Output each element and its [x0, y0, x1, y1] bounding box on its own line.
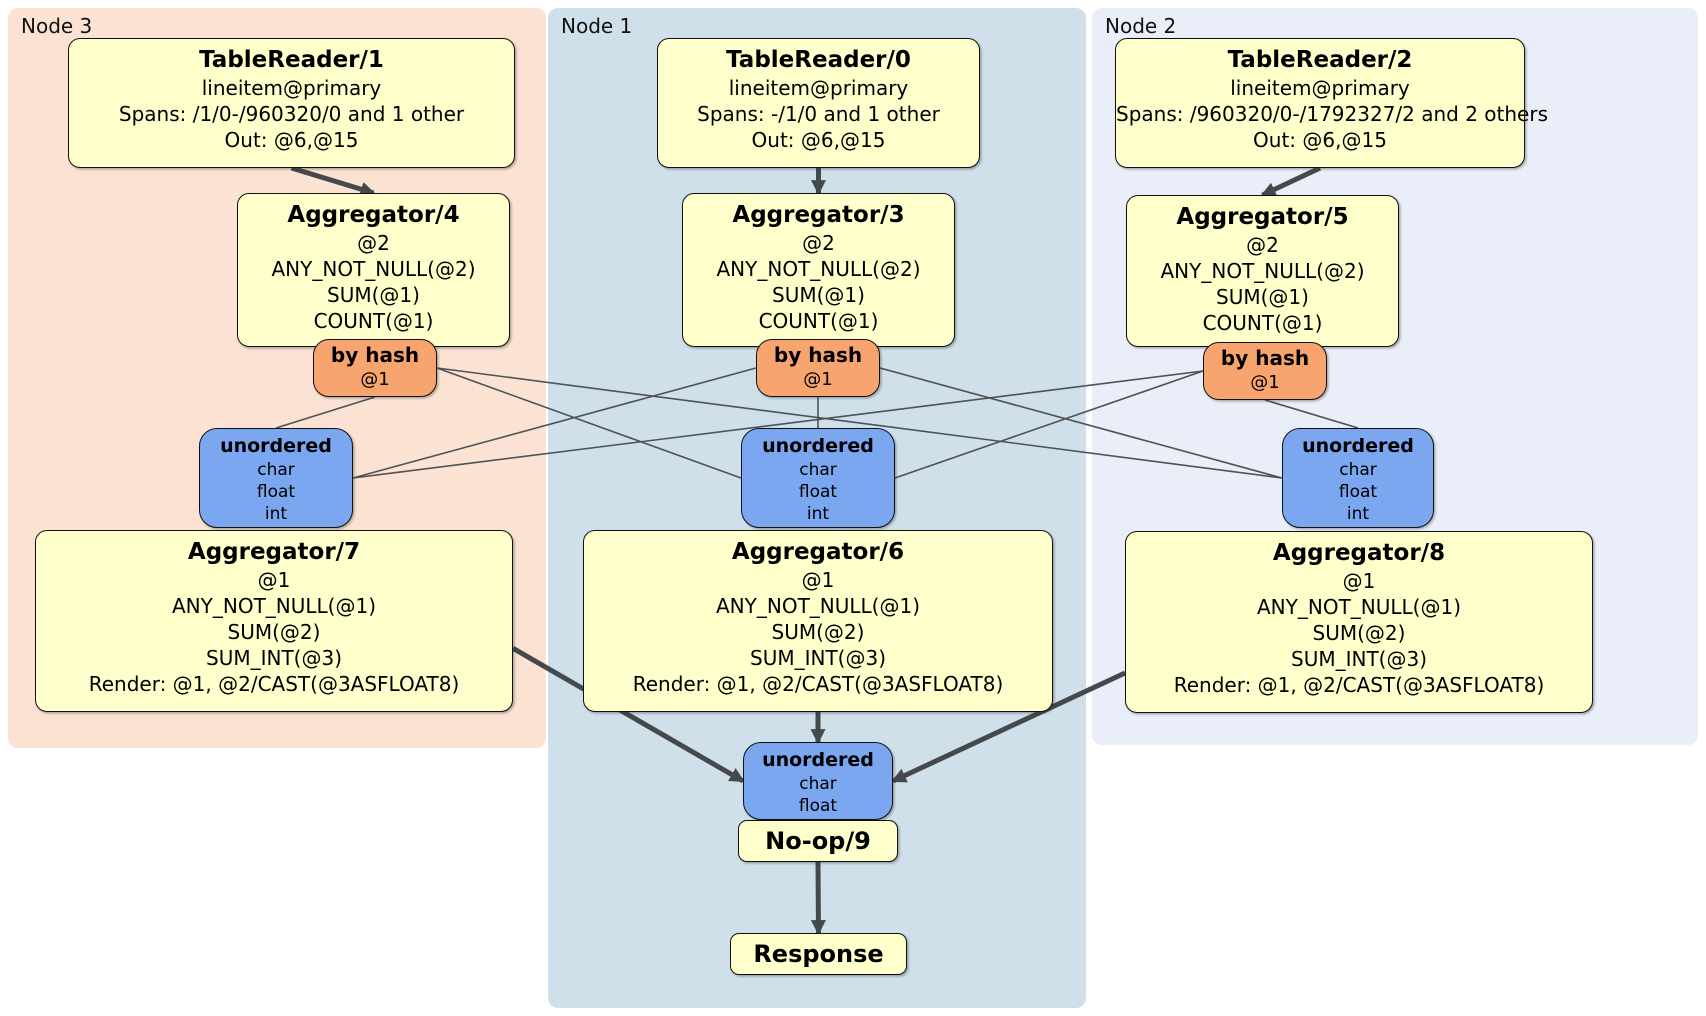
- processor-title: Aggregator/6: [731, 539, 905, 565]
- aggregator-8-box: Aggregator/8 @1 ANY_NOT_NULL(@1) SUM(@2)…: [1125, 531, 1593, 713]
- sync-title: unordered: [1302, 435, 1414, 457]
- aggregator-7-box: Aggregator/7 @1 ANY_NOT_NULL(@1) SUM(@2)…: [35, 530, 513, 712]
- index-line: lineitem@primary: [201, 76, 382, 100]
- sync-type-line: int: [806, 504, 830, 524]
- router-cols-line: @1: [1250, 372, 1280, 393]
- aggregator-4-box: Aggregator/4 @2 ANY_NOT_NULL(@2) SUM(@1)…: [237, 193, 510, 347]
- group-cols-line: @2: [1246, 233, 1279, 257]
- hash-router-node1: by hash @1: [756, 339, 880, 397]
- router-cols-line: @1: [360, 369, 390, 390]
- sync-type-line: float: [798, 482, 838, 502]
- processor-title: Aggregator/4: [287, 202, 460, 228]
- group-cols-line: @2: [802, 231, 835, 255]
- index-line: lineitem@primary: [728, 76, 909, 100]
- spans-line: Spans: /960320/0-/1792327/2 and 2 others: [1116, 102, 1549, 126]
- router-cols-line: @1: [803, 369, 833, 390]
- sync-type-line: char: [1339, 460, 1377, 480]
- tablereader-0-box: TableReader/0 lineitem@primary Spans: -/…: [657, 38, 980, 168]
- agg-expr-line: SUM_INT(@3): [750, 646, 886, 670]
- processor-title: Aggregator/3: [732, 202, 905, 228]
- agg-expr-line: ANY_NOT_NULL(@1): [1257, 595, 1461, 619]
- sync-type-line: char: [799, 774, 837, 794]
- group-cols-line: @2: [357, 231, 390, 255]
- group-cols-line: @1: [801, 568, 835, 592]
- processor-title: No-op/9: [765, 827, 871, 855]
- aggregator-3-box: Aggregator/3 @2 ANY_NOT_NULL(@2) SUM(@1)…: [682, 193, 955, 347]
- render-line: Render: @1, @2/CAST(@3ASFLOAT8): [1173, 673, 1545, 697]
- sync-type-line: float: [798, 796, 838, 816]
- node3-label: Node 3: [21, 14, 93, 38]
- sync-type-line: char: [799, 460, 837, 480]
- agg-expr-line: SUM(@2): [227, 620, 321, 644]
- agg-expr-line: COUNT(@1): [313, 309, 434, 333]
- hash-router-node2: by hash @1: [1203, 342, 1327, 400]
- sync-title: unordered: [220, 435, 332, 457]
- agg-expr-line: SUM_INT(@3): [206, 646, 342, 670]
- aggregator-6-box: Aggregator/6 @1 ANY_NOT_NULL(@1) SUM(@2)…: [583, 530, 1053, 712]
- processor-title: TableReader/1: [199, 47, 384, 73]
- agg-expr-line: SUM(@2): [771, 620, 865, 644]
- render-line: Render: @1, @2/CAST(@3ASFLOAT8): [88, 672, 460, 696]
- processor-title: TableReader/0: [726, 47, 911, 73]
- out-line: Out: @6,@15: [224, 128, 359, 152]
- agg-expr-line: SUM(@1): [772, 283, 865, 307]
- hash-router-node3: by hash @1: [313, 339, 437, 397]
- unordered-sync-final: unordered char float: [743, 742, 893, 820]
- sync-title: unordered: [762, 749, 874, 771]
- group-cols-line: @1: [257, 568, 291, 592]
- agg-expr-line: ANY_NOT_NULL(@2): [1160, 259, 1365, 283]
- agg-expr-line: SUM(@1): [1216, 285, 1309, 309]
- response-box: Response: [730, 933, 907, 975]
- sync-type-line: int: [1346, 504, 1370, 524]
- group-cols-line: @1: [1342, 569, 1376, 593]
- out-line: Out: @6,@15: [751, 128, 886, 152]
- aggregator-5-box: Aggregator/5 @2 ANY_NOT_NULL(@2) SUM(@1)…: [1126, 195, 1399, 347]
- sync-title: unordered: [762, 435, 874, 457]
- tablereader-2-box: TableReader/2 lineitem@primary Spans: /9…: [1115, 38, 1549, 168]
- processor-title: Aggregator/7: [187, 539, 361, 565]
- processor-title: TableReader/2: [1227, 47, 1413, 73]
- sync-type-line: char: [257, 460, 295, 480]
- unordered-sync-node2: unordered char float int: [1282, 428, 1434, 528]
- router-title: by hash: [773, 343, 863, 367]
- agg-expr-line: SUM_INT(@3): [1291, 647, 1427, 671]
- out-line: Out: @6,@15: [1253, 128, 1387, 152]
- render-line: Render: @1, @2/CAST(@3ASFLOAT8): [632, 672, 1004, 696]
- unordered-sync-node3: unordered char float int: [199, 428, 353, 528]
- node1-label: Node 1: [561, 14, 633, 38]
- router-title: by hash: [1220, 346, 1310, 370]
- router-title: by hash: [330, 343, 420, 367]
- agg-expr-line: COUNT(@1): [1202, 311, 1323, 335]
- unordered-sync-node1: unordered char float int: [741, 428, 895, 528]
- tablereader-1-box: TableReader/1 lineitem@primary Spans: /1…: [68, 38, 515, 168]
- agg-expr-line: ANY_NOT_NULL(@2): [716, 257, 921, 281]
- agg-expr-line: ANY_NOT_NULL(@1): [172, 594, 376, 618]
- sync-type-line: float: [1338, 482, 1378, 502]
- spans-line: Spans: -/1/0 and 1 other: [697, 102, 940, 126]
- node2-label: Node 2: [1105, 14, 1177, 38]
- agg-expr-line: SUM(@1): [327, 283, 420, 307]
- agg-expr-line: COUNT(@1): [758, 309, 879, 333]
- sync-type-line: int: [264, 504, 288, 524]
- spans-line: Spans: /1/0-/960320/0 and 1 other: [118, 102, 465, 126]
- response-title: Response: [753, 940, 884, 968]
- index-line: lineitem@primary: [1230, 76, 1410, 100]
- processor-title: Aggregator/8: [1272, 540, 1446, 566]
- agg-expr-line: ANY_NOT_NULL(@1): [716, 594, 920, 618]
- agg-expr-line: ANY_NOT_NULL(@2): [271, 257, 476, 281]
- processor-title: Aggregator/5: [1176, 204, 1349, 230]
- agg-expr-line: SUM(@2): [1312, 621, 1406, 645]
- sync-type-line: float: [256, 482, 296, 502]
- noop-9-box: No-op/9: [738, 820, 898, 862]
